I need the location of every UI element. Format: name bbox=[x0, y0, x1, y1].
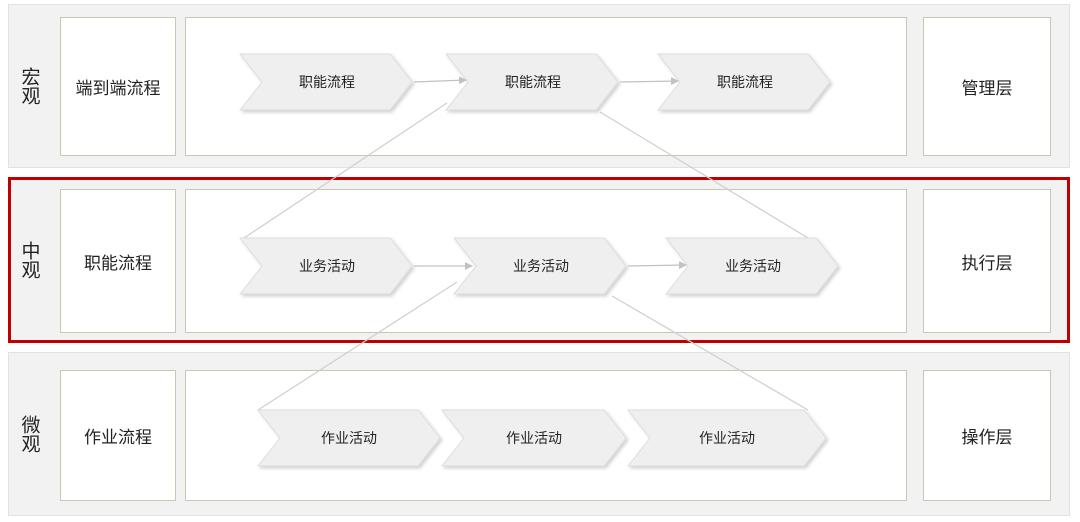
process-type-label: 作业流程 bbox=[84, 428, 152, 448]
flow-arrow bbox=[619, 77, 679, 86]
decomposition-connector bbox=[611, 295, 809, 411]
chevron-step-meso-1 bbox=[238, 237, 413, 295]
process-type-box-meso: 职能流程 bbox=[60, 189, 176, 333]
chevron-label: 职能流程 bbox=[717, 75, 773, 91]
chevron-label: 业务活动 bbox=[513, 259, 569, 275]
chevron-label: 作业活动 bbox=[699, 431, 755, 447]
decomposition-connector bbox=[599, 111, 809, 239]
chevron-label: 业务活动 bbox=[725, 259, 781, 275]
layer-label: 管理层 bbox=[961, 79, 1013, 99]
chevron-step-macro-2 bbox=[444, 53, 619, 111]
chevron-label: 业务活动 bbox=[299, 259, 355, 275]
chevron-label: 职能流程 bbox=[299, 75, 355, 91]
chevron-step-macro-1 bbox=[238, 53, 413, 111]
decomposition-connector bbox=[243, 102, 448, 239]
chevron-step-micro-1 bbox=[256, 409, 441, 467]
layer-label: 操作层 bbox=[961, 428, 1013, 448]
layer-label: 执行层 bbox=[961, 253, 1013, 274]
chevron-step-micro-3 bbox=[626, 409, 827, 467]
chevron-label: 作业活动 bbox=[321, 431, 377, 447]
chevron-label: 作业活动 bbox=[506, 431, 562, 447]
level-label-macro: 宏观 bbox=[18, 67, 41, 105]
layer-box-micro: 操作层 bbox=[923, 370, 1051, 501]
level-label-micro: 微观 bbox=[18, 415, 41, 453]
chevron-step-meso-3 bbox=[664, 237, 839, 295]
process-type-box-macro: 端到端流程 bbox=[60, 17, 176, 156]
chevron-step-meso-2 bbox=[452, 237, 627, 295]
process-type-box-micro: 作业流程 bbox=[60, 370, 176, 501]
chevron-step-micro-2 bbox=[440, 409, 627, 467]
layer-box-meso: 执行层 bbox=[923, 189, 1051, 333]
flow-arrow bbox=[627, 261, 687, 270]
level-label-meso: 中观 bbox=[18, 241, 41, 279]
process-type-label: 职能流程 bbox=[84, 253, 152, 274]
chevron-label: 职能流程 bbox=[505, 75, 561, 91]
process-type-label: 端到端流程 bbox=[75, 79, 161, 99]
layer-box-macro: 管理层 bbox=[923, 17, 1051, 156]
decomposition-connector bbox=[257, 281, 458, 411]
flow-arrow bbox=[413, 76, 467, 85]
chevron-step-macro-3 bbox=[656, 53, 831, 111]
